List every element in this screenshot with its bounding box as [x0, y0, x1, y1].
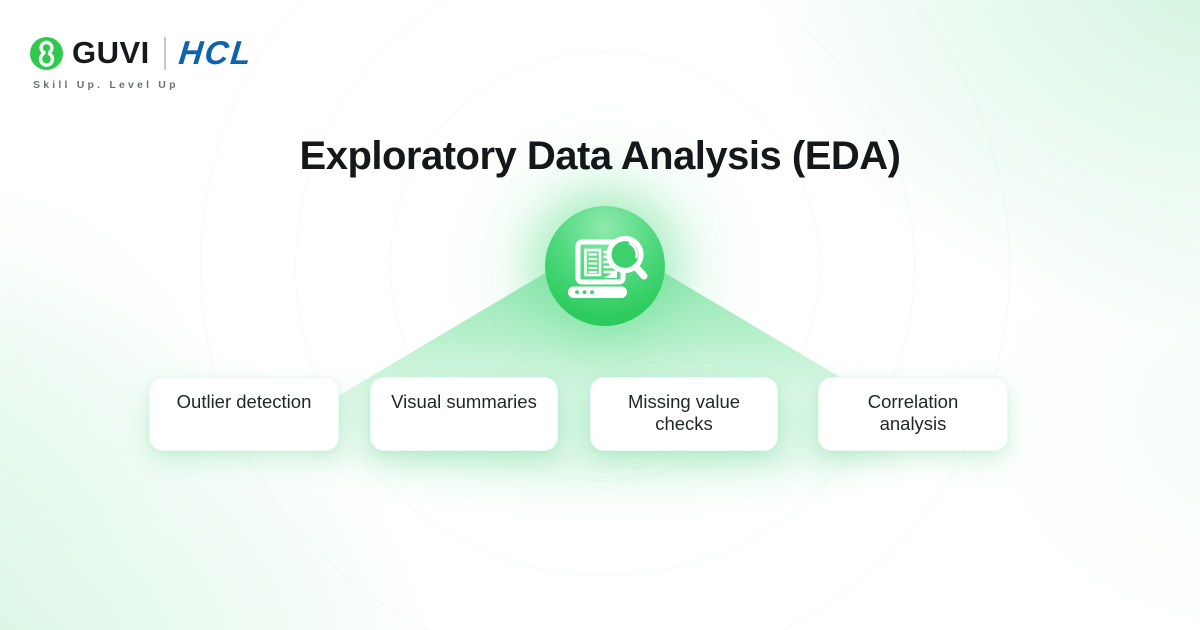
node-label: Missing value checks: [627, 391, 741, 434]
node-card: Outlier detection: [149, 377, 339, 451]
guvi-wordmark: GUVI: [72, 35, 150, 70]
brand-tagline: Skill Up. Level Up: [33, 79, 179, 91]
hcl-wordmark: HCL: [176, 34, 255, 71]
node-card: Missing value checks: [590, 377, 778, 451]
node-label: Visual summaries: [391, 391, 537, 412]
eda-hub-circle: [545, 206, 665, 326]
node-card: Visual summaries: [370, 377, 558, 451]
g-glyph-icon: [38, 40, 55, 67]
guvi-logo-icon: [30, 36, 63, 70]
logo-divider: [163, 36, 166, 70]
page-title: Exploratory Data Analysis (EDA): [299, 134, 901, 178]
brand-lockup: GUVI HCL Skill Up. Level Up: [30, 34, 255, 91]
node-label: Outlier detection: [176, 391, 312, 412]
node-card: Correlation analysis: [818, 377, 1008, 451]
laptop-magnifier-icon: [568, 235, 648, 298]
node-label: Correlation analysis: [867, 391, 959, 434]
